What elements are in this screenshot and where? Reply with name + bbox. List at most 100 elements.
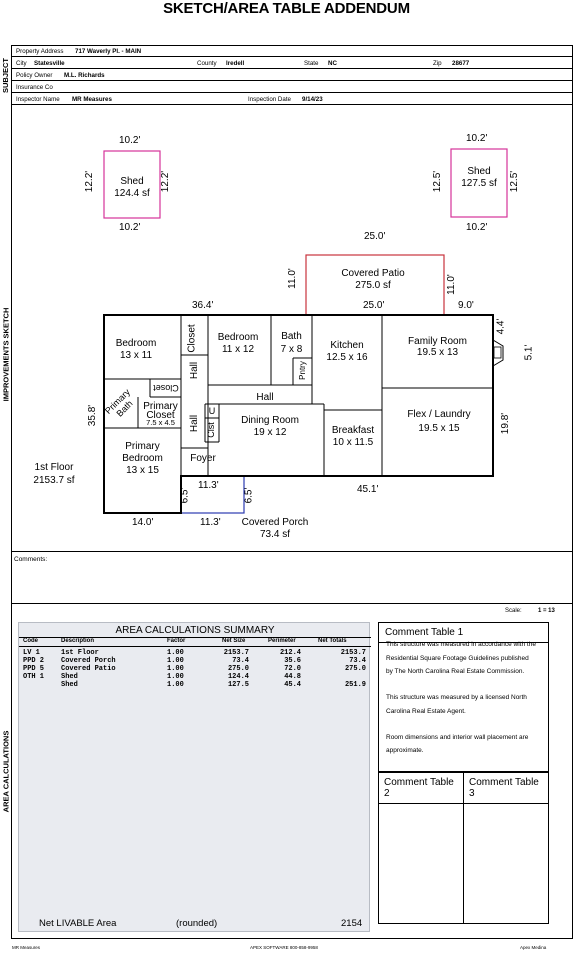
subject-row-address: Property Address 717 Waverly Pl. - MAIN [12,45,572,57]
net-livable-value: 2154 [341,918,363,929]
room-family-size: 19.5 x 13 [416,347,459,358]
dim-9-0: 9.0' [458,300,474,311]
inspection-date: 9/14/23 [302,96,323,103]
sketch-band [1,105,12,603]
interior-walls [104,315,493,476]
shed-1-top-dim: 10.2' [119,135,141,146]
comment-table-3: Comment Table 3 [463,772,549,924]
area-calc-panel: AREA CALCULATIONS SUMMARY Code Descripti… [18,622,371,932]
room-bath-size: 7 x 8 [280,344,303,355]
shed-1-outline [103,150,161,219]
comment-table-1: Comment Table 1 [378,622,549,772]
scale-value: 1 = 13 [538,608,555,614]
room-hall-3: Hall [189,414,201,433]
summary-title: AREA CALCULATIONS SUMMARY [115,625,275,636]
patio-name: Covered Patio [341,268,405,279]
comment-line: by The North Carolina Real Estate Commis… [386,668,525,675]
porch-name: Covered Porch [241,517,309,528]
patio-left-dim: 11.0' [286,268,298,289]
shed-2-left-dim: 12.5' [432,170,444,193]
shed-1-left-dim: 12.2' [84,170,96,193]
room-breakfast: Breakfast [331,425,375,436]
property-address-label: Property Address [16,48,64,55]
room-primary-closet-line-2: Closet [146,410,175,421]
footer-left: MR Measures [12,945,41,950]
dim-11-3-bottom: 11.3' [200,517,221,528]
calc-row: Shed 1.00 127.5 45.4 251.9 [61,681,366,689]
scale-label: Scale: [505,608,522,614]
shed-2-outline [450,148,508,218]
room-primary-bedroom-line-2: Bedroom [122,453,163,464]
comment-line: Residential Square Footage Guidelines pu… [386,655,529,662]
room-primary-bedroom: Primary [125,441,160,452]
dim-36-4: 36.4' [192,300,214,311]
subject-row-city: City Statesville County Iredell State NC… [12,57,572,69]
page-title: SKETCH/AREA TABLE ADDENDUM [163,0,410,17]
comment-line: approximate. [386,747,424,754]
room-clst: Clst [205,422,216,438]
net-livable-label: Net LIVABLE Area [39,918,117,929]
county-label: County [197,60,217,67]
col-net-totals: Net Totals [318,638,347,644]
porch-area: 73.4 sf [259,529,291,540]
footer-center: APEX SOFTWARE 800-858-9958 [250,945,318,950]
room-primary-bedroom-size: 13 x 15 [126,465,159,476]
subject-row-owner: Policy Owner M.L. Richards [12,69,572,81]
room-hall-1: Hall [189,361,201,380]
city-label: City [16,60,27,67]
shed-2-name: Shed [467,166,491,177]
zip: 28677 [452,60,470,67]
calcs-band [1,603,12,939]
comment-table-3-title: Comment Table 3 [464,773,548,804]
room-closet-2: Closet [153,383,179,393]
room-bath: Bath [281,331,302,342]
room-pantry: Pntry [297,361,307,380]
col-code: Code [23,638,38,644]
calc-row: LV 1 1st Floor 1.00 2153.7 212.4 2153.7 [23,649,366,657]
room-breakfast-size: 10 x 11.5 [332,437,374,448]
col-net-size: Net Size [222,638,246,644]
subject-band [1,45,12,105]
room-bedroom-2-size: 11 x 12 [221,344,255,355]
county: Iredell [226,60,245,67]
room-hall-2: Hall [256,392,274,403]
patio-right-dim: 11.0' [445,274,457,295]
rounded-label: (rounded) [176,918,218,929]
comment-line: This structure was measured by a license… [386,694,527,701]
comments-label: Comments: [14,556,48,563]
room-bedroom-1: Bedroom [115,338,157,349]
inspector-label: Inspector Name [16,96,60,103]
dim-14-0: 14.0' [132,517,154,528]
room-primary-closet: Primary [143,401,178,412]
floor-label: 1st Floor [34,462,74,473]
dim-5-1: 5.1' [523,344,535,361]
dim-6-5-right: 6.5' [243,487,255,504]
property-address: 717 Waverly Pl. - MAIN [75,48,142,55]
dim-35-8: 35.8' [87,404,99,427]
room-foyer: Foyer [190,453,216,464]
comment-table-1-title: Comment Table 1 [379,623,548,643]
patio-area: 275.0 sf [355,280,391,291]
shed-2-bottom-dim: 10.2' [466,222,488,233]
comment-line: Room dimensions and interior wall placem… [386,734,529,741]
room-dining: Dining Room [241,415,299,426]
footer-right: Apex Medina [520,945,547,950]
room-utility: U [208,406,216,416]
shed-1-right-dim: 12.2' [160,170,172,193]
patio-top-dim: 25.0' [364,231,386,242]
dim-6-5-left: 6.5' [179,487,191,504]
owner-label: Policy Owner [16,72,53,79]
shed-2-right-dim: 12.5' [509,170,521,193]
owner: M.L. Richards [64,72,105,79]
room-flex: Flex / Laundry [407,409,471,420]
calc-row: OTH 1 Shed 1.00 124.4 44.8 [23,673,301,681]
comment-table-2: Comment Table 2 [378,772,464,924]
city: Statesville [34,60,65,67]
state: NC [328,60,337,67]
room-bedroom-2: Bedroom [217,332,259,343]
shed-1-bottom-dim: 10.2' [119,222,141,233]
calc-row: PPD 5 Covered Patio 1.00 275.0 72.0 275.… [23,665,366,673]
room-family: Family Room [408,336,467,347]
room-dining-size: 19 x 12 [253,427,287,438]
patio-bottom-dim: 25.0' [363,300,385,311]
